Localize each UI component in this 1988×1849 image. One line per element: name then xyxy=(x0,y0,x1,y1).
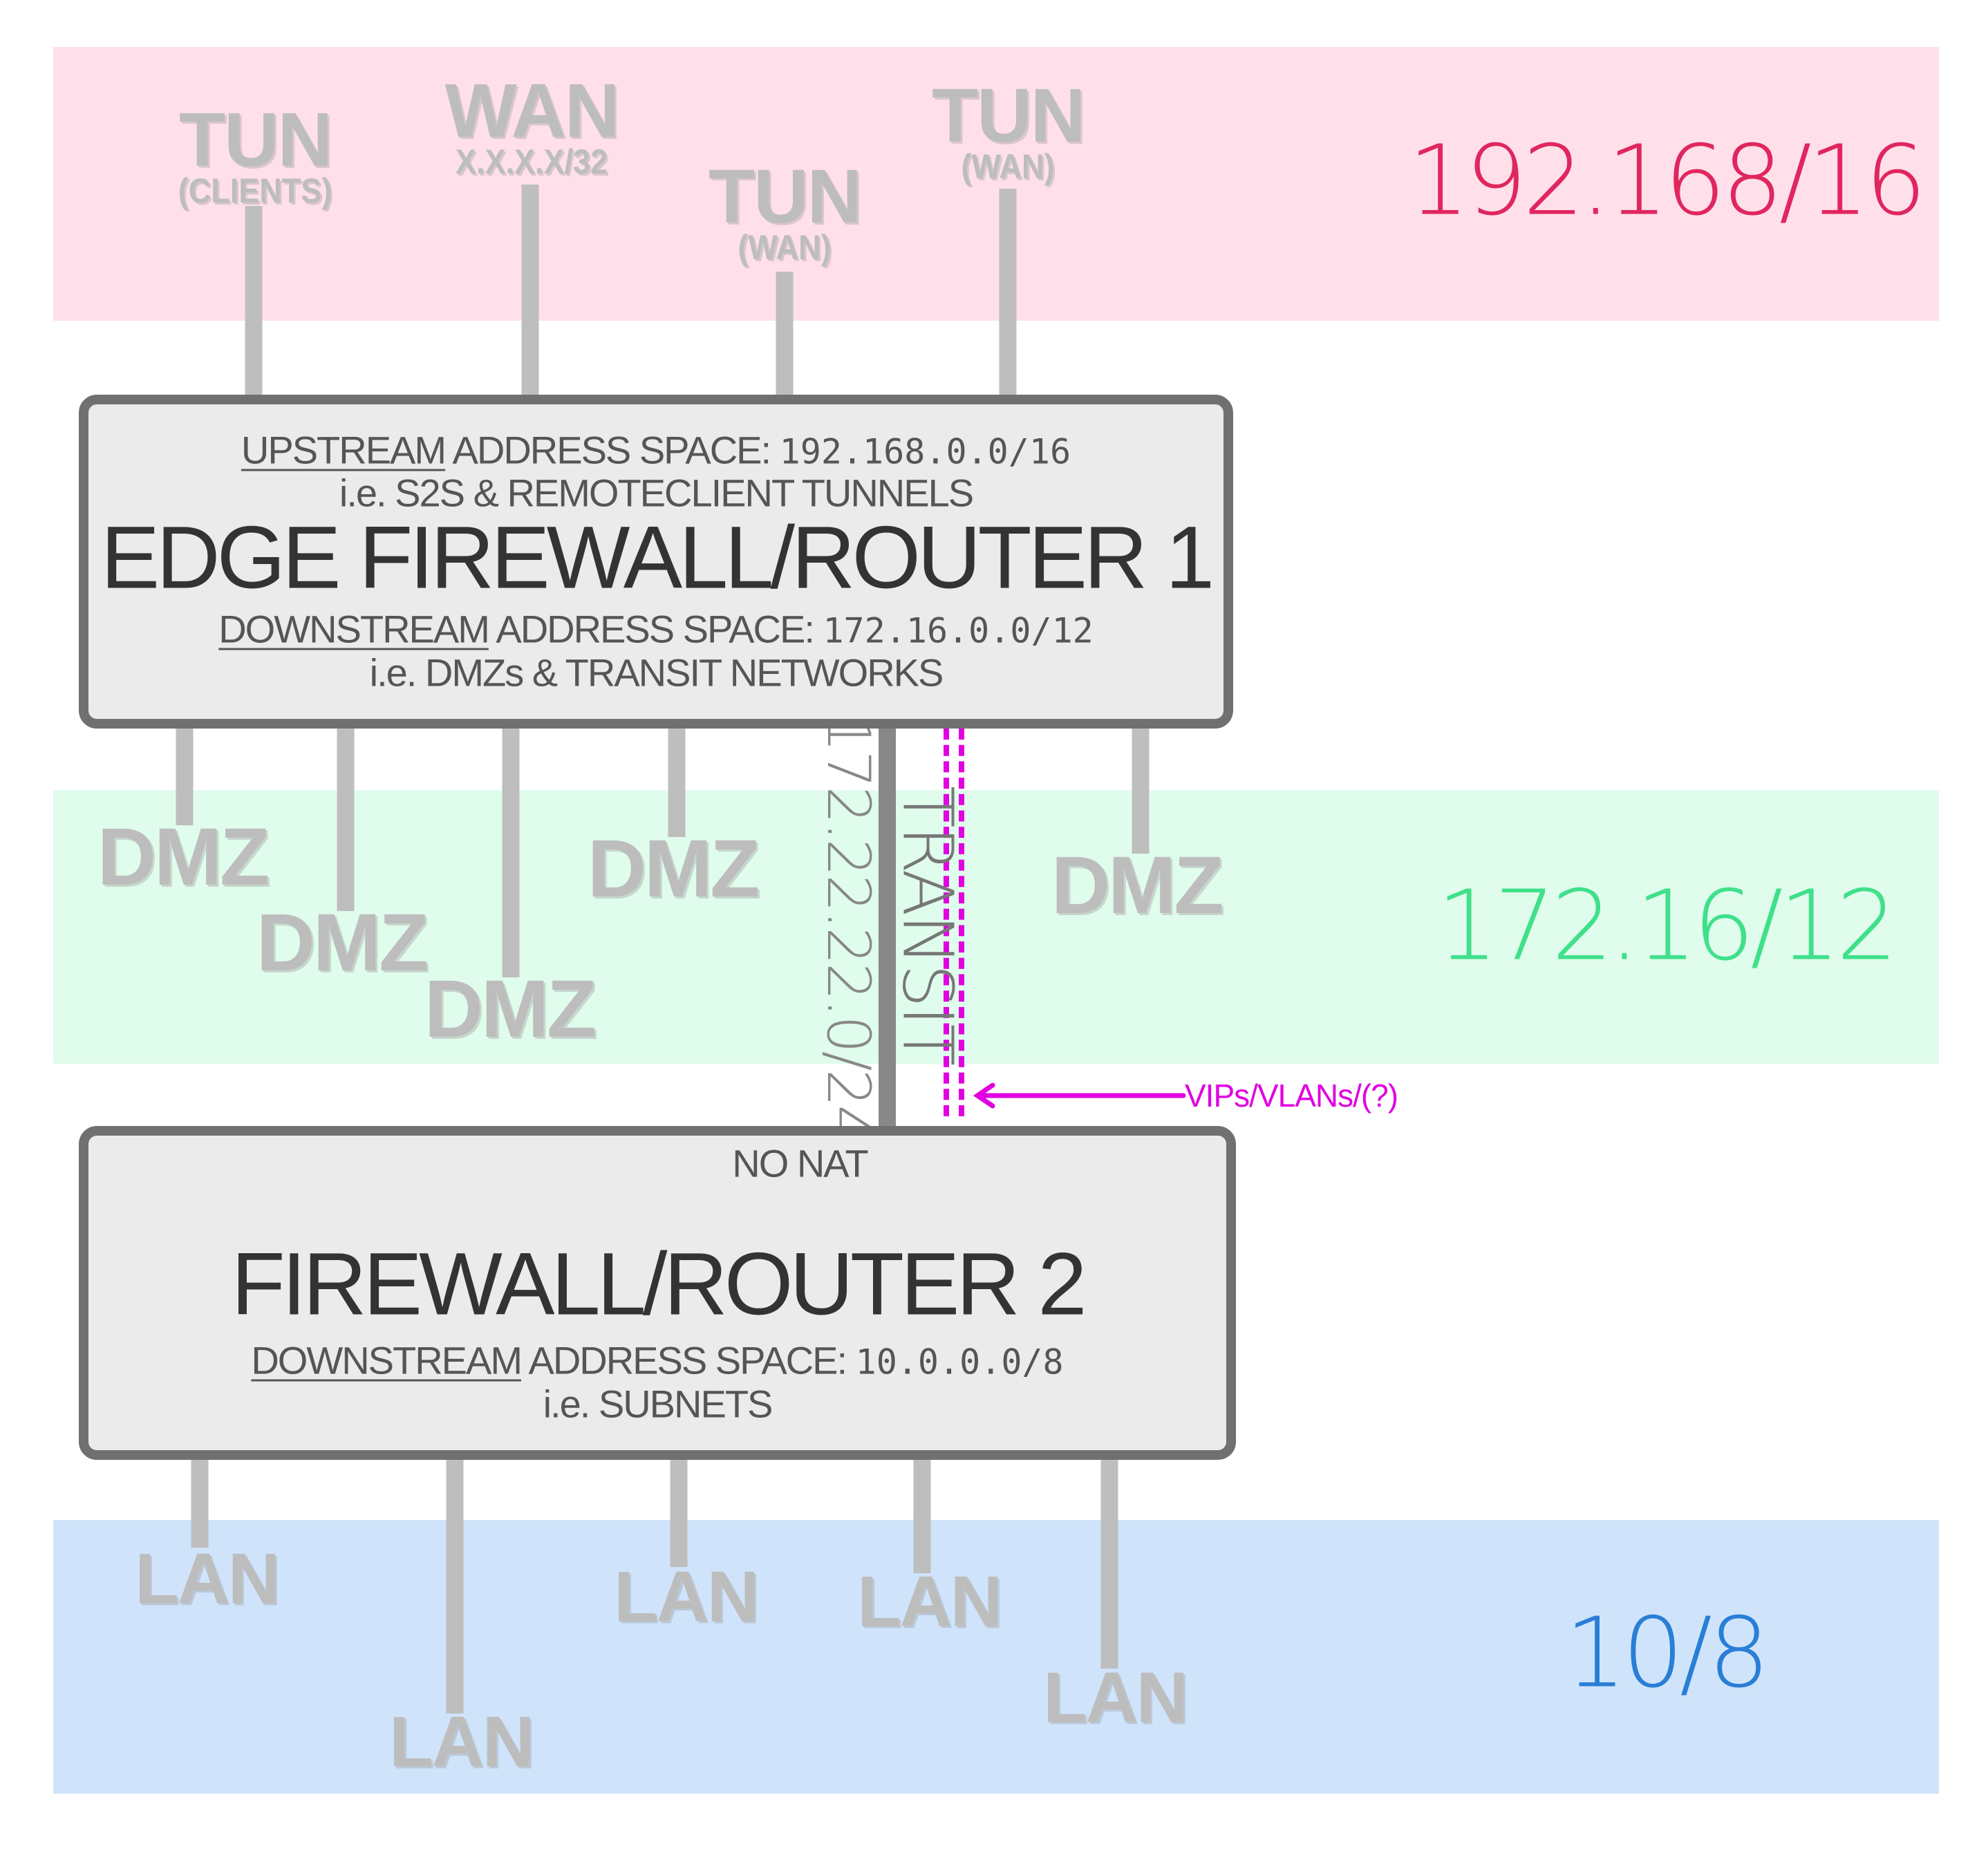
link-label: TUN xyxy=(178,97,332,182)
dmz-label: DMZ xyxy=(97,811,270,903)
link-line xyxy=(337,722,355,911)
upstream-cidr: 192.168.0.0/16 xyxy=(779,431,1071,472)
address-space-label: ADDRESS SPACE: xyxy=(488,607,823,651)
downstream-address-space: DOWNSTREAM ADDRESS SPACE: 10.0.0.0/8 xyxy=(251,1338,1063,1383)
downstream-term: DOWNSTREAM xyxy=(218,607,490,651)
dmz-label: DMZ xyxy=(424,964,597,1055)
link-line xyxy=(776,272,794,400)
upstream-link-tun-wan-2: TUN (WAN) xyxy=(931,73,1085,186)
link-sublabel: (CLIENTS) xyxy=(178,171,332,210)
zone-band-upstream xyxy=(53,47,1939,321)
downstream-note: i.e. DMZs & TRANSIT NETWORKS xyxy=(369,650,944,695)
zone-band-lan xyxy=(53,1520,1939,1794)
downstream-cidr: 172.16.0.0/12 xyxy=(823,610,1094,651)
link-line xyxy=(191,1455,209,1548)
vip-label: VIPs/VLANs/(?) xyxy=(1185,1078,1398,1114)
link-line xyxy=(176,722,194,825)
link-sublabel: X.X.X.X/32 xyxy=(455,142,608,181)
lan-label: LAN xyxy=(135,1539,280,1620)
link-line xyxy=(502,722,520,977)
link-label: WAN xyxy=(444,68,620,153)
firewall-router-2[interactable]: NO NAT FIREWALL/ROUTER 2 DOWNSTREAM ADDR… xyxy=(79,1126,1236,1460)
dmz-label: DMZ xyxy=(587,823,760,914)
dmz-label: DMZ xyxy=(1051,840,1224,931)
zone-label-upstream: 192.168/16 xyxy=(1407,124,1926,238)
upstream-link-tun-clients: TUN (CLIENTS) xyxy=(169,97,340,210)
link-label: TUN xyxy=(931,73,1085,158)
upstream-link-wan: WAN X.X.X.X/32 xyxy=(444,68,620,181)
zone-label-lan: 10/8 xyxy=(1564,1597,1770,1710)
address-space-label: ADDRESS SPACE: xyxy=(445,428,780,472)
link-line xyxy=(245,206,263,400)
router-title: FIREWALL/ROUTER 2 xyxy=(231,1235,1087,1334)
link-sublabel: (WAN) xyxy=(738,228,832,267)
address-space-label: ADDRESS SPACE: xyxy=(521,1338,856,1382)
link-line xyxy=(446,1455,464,1714)
link-line xyxy=(1100,1455,1118,1669)
dmz-label: DMZ xyxy=(256,897,429,988)
lan-label: LAN xyxy=(1043,1658,1188,1738)
no-nat-note: NO NAT xyxy=(732,1141,868,1185)
transit-subnet-label: 172.22.22.0/24 xyxy=(814,714,883,1141)
zone-label-dmz: 172.16/12 xyxy=(1436,870,1897,983)
downstream-term: DOWNSTREAM xyxy=(251,1338,523,1382)
transit-label: TRANSIT xyxy=(887,785,968,1064)
link-line xyxy=(913,1455,931,1573)
lan-label: LAN xyxy=(389,1702,534,1783)
edge-firewall-router-1[interactable]: UPSTREAM ADDRESS SPACE: 192.168.0.0/16 i… xyxy=(79,395,1233,729)
lan-label: LAN xyxy=(857,1561,1002,1642)
vip-dashed-line xyxy=(959,729,964,1116)
downstream-cidr: 10.0.0.0/8 xyxy=(855,1342,1064,1382)
lan-label: LAN xyxy=(614,1557,759,1637)
link-line xyxy=(670,1455,688,1567)
link-line xyxy=(668,722,686,837)
downstream-note: i.e. SUBNETS xyxy=(543,1382,773,1426)
upstream-address-space: UPSTREAM ADDRESS SPACE: 192.168.0.0/16 xyxy=(241,428,1071,473)
upstream-term: UPSTREAM xyxy=(241,428,447,472)
downstream-address-space: DOWNSTREAM ADDRESS SPACE: 172.16.0.0/12 xyxy=(218,607,1094,652)
link-line xyxy=(1132,722,1150,854)
zone-band-dmz xyxy=(53,790,1939,1064)
vip-dashed-line xyxy=(944,729,949,1116)
link-sublabel: (WAN) xyxy=(961,147,1055,186)
link-line xyxy=(521,185,539,400)
upstream-link-tun-wan-1: TUN (WAN) xyxy=(708,154,862,267)
link-label: TUN xyxy=(708,154,862,239)
transit-link-line xyxy=(879,722,896,1130)
vip-arrow-icon xyxy=(973,1082,1186,1109)
upstream-note: i.e. S2S & REMOTECLIENT TUNNELS xyxy=(339,471,974,515)
link-line xyxy=(999,189,1017,400)
router-title: EDGE FIREWALL/ROUTER 1 xyxy=(100,508,1215,608)
